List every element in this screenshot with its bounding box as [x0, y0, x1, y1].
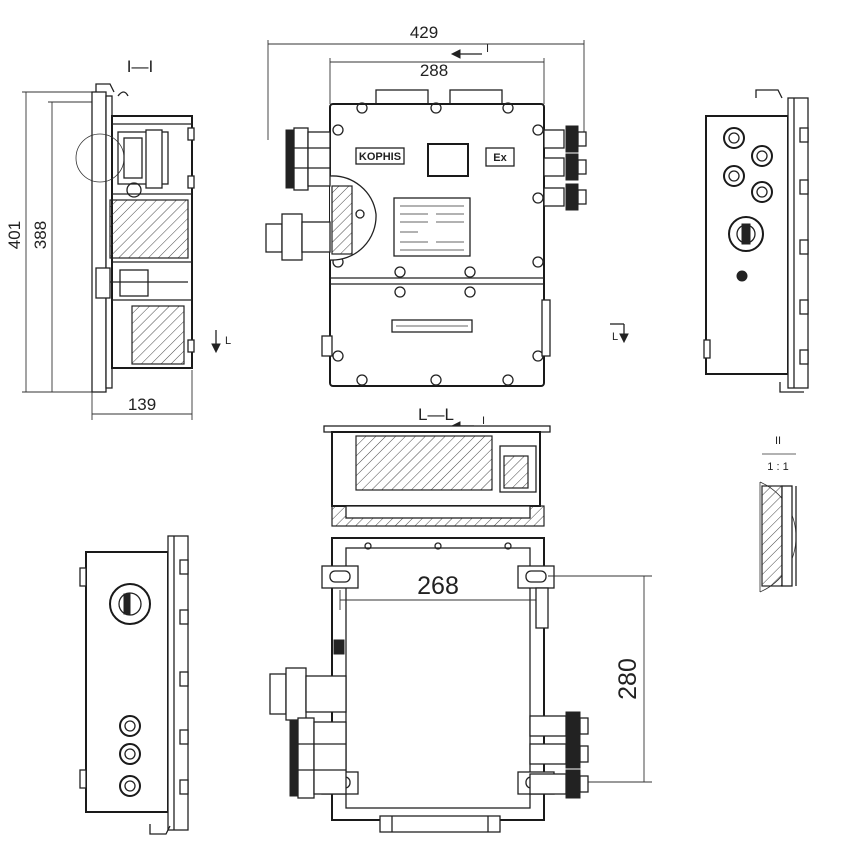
dim-mount-width: 268	[417, 572, 459, 600]
detail-label: II	[775, 435, 781, 447]
dim-inner-width: 288	[420, 61, 448, 80]
brand-plate: KOPHIS	[359, 151, 401, 163]
section-arrow-l-right: L	[612, 331, 618, 343]
front-view: 429 I 288 KOPHIS	[265, 23, 629, 387]
bottom-side-view	[79, 535, 189, 835]
section-arrow-1: I	[486, 43, 489, 55]
dim-side-height-outer: 401	[5, 221, 24, 249]
ex-mark: Ex	[493, 152, 507, 164]
side-section-view: 401 388 I—I 139	[5, 57, 231, 420]
dim-overall-width: 429	[410, 23, 438, 42]
dim-mount-height: 280	[614, 658, 642, 700]
top-section-view: L—L I	[323, 405, 551, 527]
section-arrow-2: I	[482, 415, 485, 427]
section-label-2: L—L	[418, 405, 454, 424]
detail-scale: 1 : 1	[767, 461, 788, 473]
dim-side-height-inner: 388	[31, 221, 50, 249]
right-side-view	[703, 89, 809, 393]
section-label-1: I—I	[127, 57, 153, 76]
section-arrow-l-left: L	[225, 335, 231, 347]
detail-view: II 1 : 1	[759, 435, 797, 593]
mounting-view: 268 280	[269, 537, 652, 833]
dim-side-depth: 139	[128, 395, 156, 414]
